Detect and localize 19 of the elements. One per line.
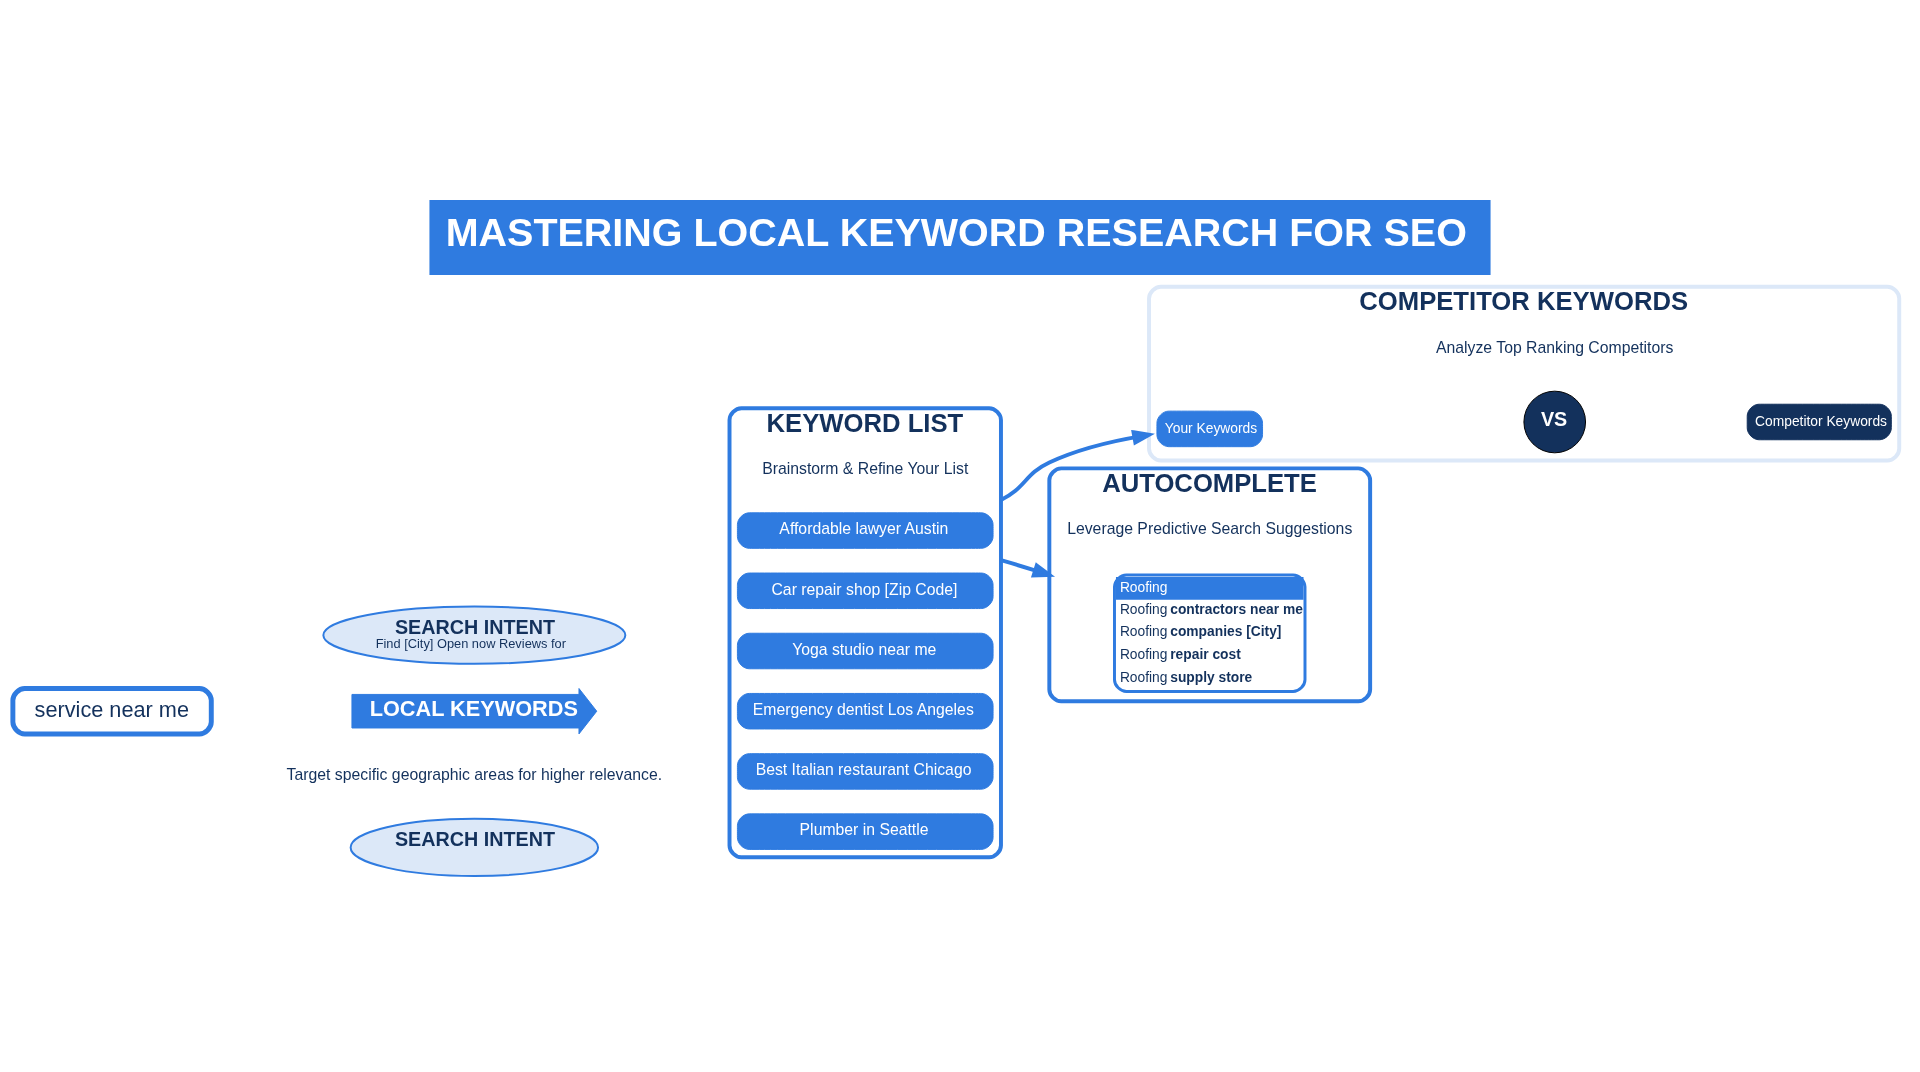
arrow xyxy=(1000,558,1056,578)
node-box: Best Italian restaurant Chicago xyxy=(736,753,994,790)
node-box: Your Keywords xyxy=(1156,410,1264,448)
node-label: Target specific geographic areas for higher relevance. xyxy=(286,766,663,784)
node-box: Emergency dentist Los Angeles xyxy=(736,692,994,730)
arrow xyxy=(1000,429,1155,502)
node-box: Car repair shop [Zip Code] xyxy=(736,572,994,610)
node-box: service near me xyxy=(10,686,214,737)
node-ellipse: SEARCH INTENT xyxy=(349,817,600,878)
node-label: Analyze Top Ranking Competitors xyxy=(1436,338,1674,356)
node-box: Yoga studio near me xyxy=(736,632,994,670)
node-box: Affordable lawyer Austin xyxy=(736,512,994,549)
node-ellipse: SEARCH INTENT Find [City] Open now Reviews for xyxy=(322,605,627,665)
node-label: Brainstorm & Refine Your List xyxy=(762,460,969,478)
node-box: Plumber in Seattle xyxy=(736,813,994,850)
node-label: Leverage Predictive Search Suggestions xyxy=(1067,520,1353,538)
label: VS xyxy=(1540,407,1568,430)
node-box: Competitor Keywords xyxy=(1746,403,1892,441)
diagram-title: MASTERING LOCAL KEYWORD RESEARCH FOR SEO xyxy=(445,210,1467,255)
